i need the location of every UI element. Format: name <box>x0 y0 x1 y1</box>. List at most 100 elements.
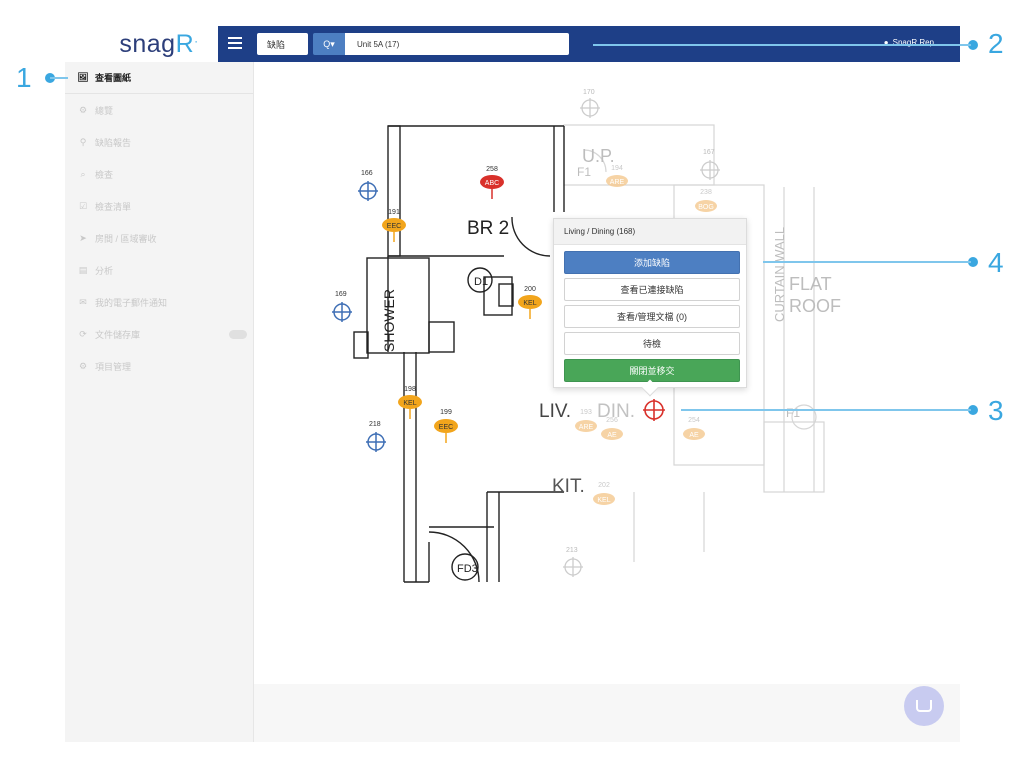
callout-number: 3 <box>988 395 1004 426</box>
search-icon: ⌕ <box>80 168 86 179</box>
callout-line <box>593 44 971 46</box>
add-defect-button[interactable]: 添加缺陷 <box>564 251 740 274</box>
target-marker[interactable] <box>563 557 583 577</box>
search-input[interactable]: Unit 5A (17) <box>345 33 569 55</box>
sidebar-item-document-repository[interactable]: ⟳ 文件儲存庫 <box>65 318 253 350</box>
plan-walls <box>353 125 565 583</box>
sidebar-item-label: 總覽 <box>95 105 114 116</box>
selected-target-marker[interactable] <box>643 399 665 421</box>
defect-pin[interactable]: 194 ARE <box>606 165 628 187</box>
close-and-handover-button[interactable]: 關閉並移交 <box>564 359 740 382</box>
checkbox-icon: ☑ <box>78 200 88 211</box>
defect-pin[interactable]: 199 EEC <box>434 409 458 443</box>
callout-number: 4 <box>988 247 1004 278</box>
defect-pin[interactable]: 193 ARE <box>575 409 597 432</box>
defect-pin[interactable]: 202 KEL <box>593 482 615 505</box>
target-marker[interactable] <box>580 98 600 118</box>
label-shower: SHOWER <box>381 289 397 352</box>
target-marker[interactable] <box>700 160 720 180</box>
defect-pin[interactable]: 256 AE <box>601 417 623 440</box>
defect-pin[interactable]: 198 KEL <box>398 386 422 419</box>
callout-dot <box>968 257 978 267</box>
svg-text:BOG: BOG <box>698 204 714 211</box>
svg-text:198: 198 <box>404 386 416 393</box>
location-arrow-icon: ➤ <box>79 232 87 243</box>
sidebar-item-label: 檢查清單 <box>95 201 132 212</box>
label-up: U.P. <box>582 146 615 166</box>
type-select[interactable]: 缺陷 <box>257 33 308 55</box>
dashboard-icon: ⚙ <box>78 104 88 115</box>
defect-pin[interactable]: 238 BOG <box>695 189 717 212</box>
label-flat: FLAT <box>789 274 832 294</box>
svg-text:AE: AE <box>689 432 699 439</box>
svg-text:238: 238 <box>700 189 712 196</box>
new-badge <box>229 329 247 339</box>
label-d1: D1 <box>474 276 488 288</box>
callout-line <box>681 409 971 411</box>
manage-documents-button[interactable]: 查看/管理文檔 (0) <box>564 305 740 328</box>
target-markers[interactable] <box>332 181 386 452</box>
sidebar-item-room-acceptance[interactable]: ➤ 房間 / 區域審收 <box>65 222 253 254</box>
sidebar-item-analytics[interactable]: ▤ 分析 <box>65 254 253 286</box>
sidebar-item-checklist[interactable]: ☑ 檢查清單 <box>65 190 253 222</box>
svg-text:199: 199 <box>440 409 452 416</box>
sidebar-item-label: 缺陷報告 <box>95 137 132 148</box>
target-marker[interactable] <box>332 302 352 322</box>
copy-icon: ⟳ <box>79 328 87 339</box>
svg-text:KEL: KEL <box>523 300 536 307</box>
defect-pin[interactable]: 200 KEL <box>518 286 542 319</box>
label-liv: LIV. <box>539 401 571 422</box>
callout-line <box>763 261 971 263</box>
target-id: 170 <box>583 89 595 96</box>
floor-plan-drawing[interactable]: U.P. FLAT ROOF F1 F1 CURTAIN WALL <box>254 62 960 684</box>
logo-r: R <box>175 29 195 58</box>
sidebar-item-view-drawings[interactable]: 🖼 查看圖紙 <box>65 62 253 94</box>
callout-number: 1 <box>16 62 32 93</box>
defect-pin[interactable]: 254 AE <box>683 417 705 440</box>
svg-text:AE: AE <box>607 432 617 439</box>
label-br2: BR 2 <box>467 218 509 239</box>
map-marker-icon: ⚲ <box>79 136 87 147</box>
sidebar-item-label: 檢查 <box>95 169 114 180</box>
sidebar-item-inspection[interactable]: ⌕ 檢查 <box>65 158 253 190</box>
defect-pin[interactable]: 258 ABC <box>480 166 504 199</box>
target-id: 218 <box>369 421 381 428</box>
chat-icon[interactable] <box>904 686 944 726</box>
search-dropdown-button[interactable]: Q▾ <box>313 33 345 55</box>
bar-chart-icon: ▤ <box>78 264 88 275</box>
svg-text:193: 193 <box>580 409 592 416</box>
sidebar-item-label: 項目管理 <box>95 361 132 372</box>
view-linked-defects-button[interactable]: 查看已連接缺陷 <box>564 278 740 301</box>
faded-labels: U.P. FLAT ROOF F1 F1 CURTAIN WALL <box>577 146 841 420</box>
user-icon: ● <box>883 38 889 47</box>
sidebar-item-overview[interactable]: ⚙ 總覽 <box>65 94 253 126</box>
svg-text:256: 256 <box>606 417 618 424</box>
sidebar-item-label: 文件儲存庫 <box>95 329 141 340</box>
sidebar-item-defect-report[interactable]: ⚲ 缺陷報告 <box>65 126 253 158</box>
sidebar-item-project-management[interactable]: ⚙ 項目管理 <box>65 350 253 382</box>
pending-inspection-button[interactable]: 待檢 <box>564 332 740 355</box>
hamburger-menu-icon[interactable] <box>228 37 242 51</box>
sidebar-item-email-notifications[interactable]: ✉ 我的電子郵件通知 <box>65 286 253 318</box>
svg-text:ABC: ABC <box>485 180 499 187</box>
svg-text:KEL: KEL <box>597 497 610 504</box>
sidebar-item-label: 查看圖紙 <box>95 73 132 83</box>
bottom-bar <box>254 684 960 742</box>
svg-text:ARE: ARE <box>610 179 625 186</box>
defect-pin[interactable]: 191 EEC <box>382 209 406 242</box>
user-menu[interactable]: ● SnagR Rep <box>884 38 934 47</box>
target-marker[interactable] <box>366 432 386 452</box>
svg-text:ARE: ARE <box>579 424 594 431</box>
floor-plan-canvas[interactable]: U.P. FLAT ROOF F1 F1 CURTAIN WALL <box>254 62 960 684</box>
svg-text:254: 254 <box>688 417 700 424</box>
svg-text:194: 194 <box>611 165 623 172</box>
target-id: 166 <box>361 170 373 177</box>
svg-text:200: 200 <box>524 286 536 293</box>
label-fd3: FD3 <box>457 563 478 575</box>
faded-target-markers[interactable] <box>563 98 720 577</box>
target-marker[interactable] <box>358 181 378 201</box>
defect-pins[interactable]: 258 ABC 191 EEC 200 KEL <box>382 165 717 505</box>
image-icon: 🖼 <box>77 72 89 82</box>
target-id: 213 <box>566 547 578 554</box>
